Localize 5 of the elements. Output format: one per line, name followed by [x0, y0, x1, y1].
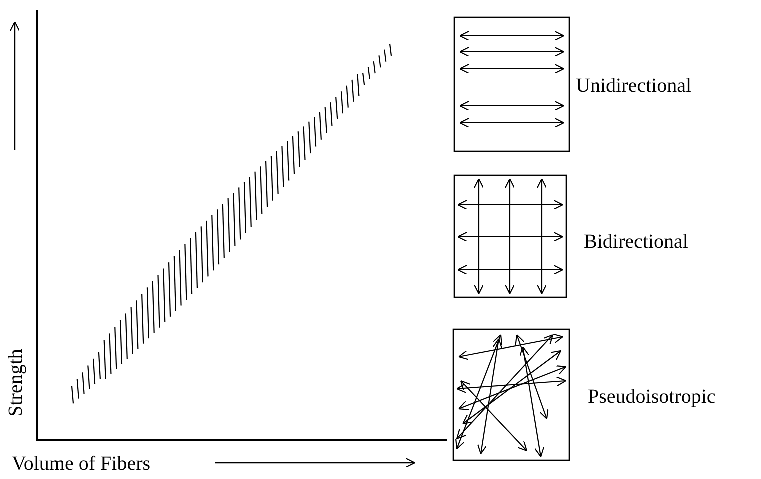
layout-label: Pseudoisotropic [588, 386, 716, 408]
axis-label: Volume of Fibers [12, 453, 151, 475]
axis-label: Strength [4, 349, 27, 417]
layout-label: Bidirectional [584, 231, 688, 253]
layout-label: Unidirectional [576, 75, 692, 97]
